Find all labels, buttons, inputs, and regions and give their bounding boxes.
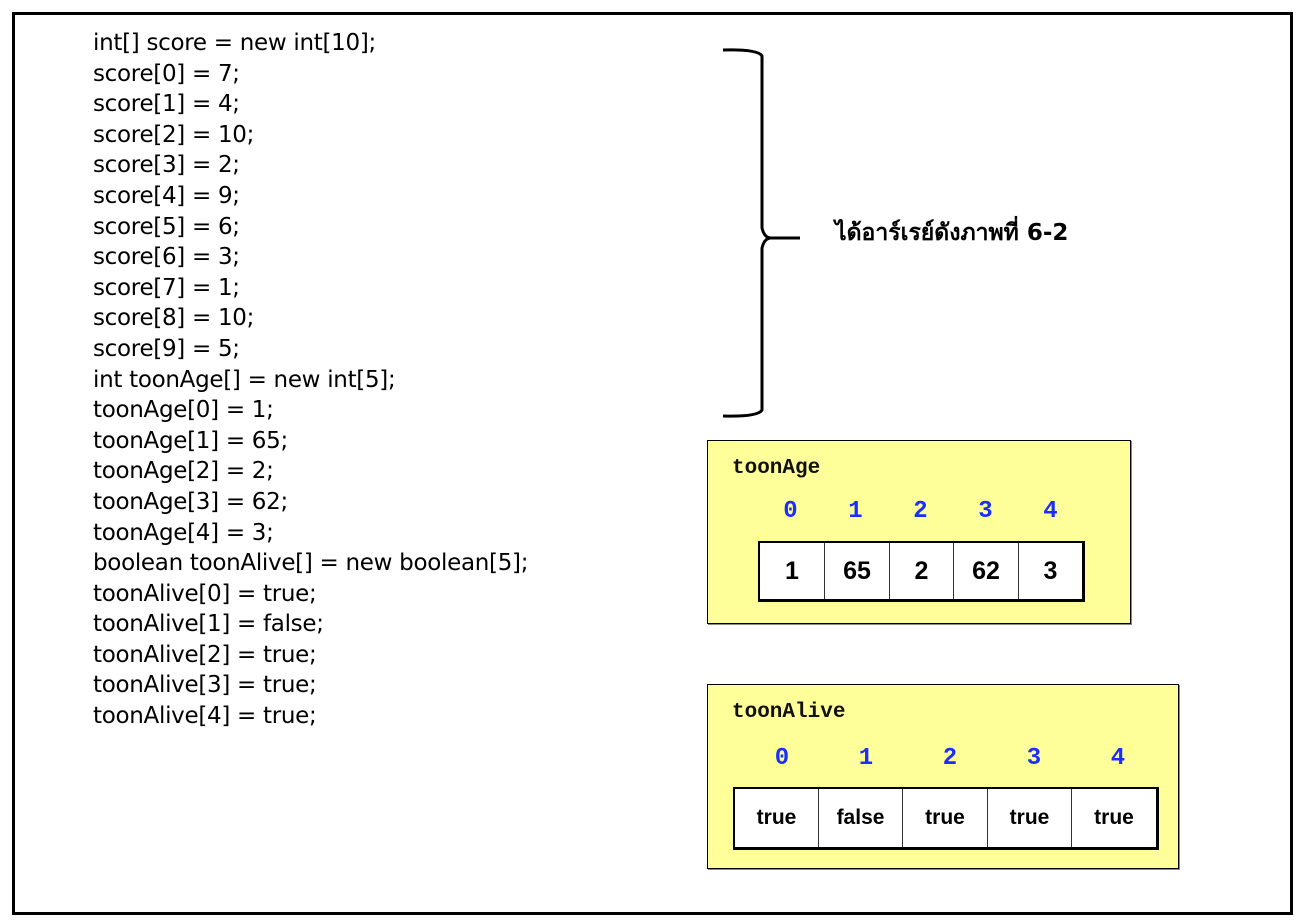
curly-brace-icon (722, 48, 800, 418)
index-label: 3 (1026, 745, 1042, 772)
code-line: score[1] = 4; (93, 91, 240, 118)
code-line: toonAge[0] = 1; (93, 397, 274, 424)
code-line: toonAge[1] = 65; (93, 427, 288, 454)
code-line: toonAlive[1] = false; (93, 611, 324, 638)
array-cell: true (903, 789, 988, 847)
code-line: score[2] = 10; (93, 121, 255, 148)
index-label: 2 (942, 745, 958, 772)
array-cells: 1 65 2 62 3 (758, 541, 1085, 602)
index-label: 0 (783, 498, 798, 525)
array-cell: false (819, 789, 903, 847)
code-listing: int[] score = new int[10]; score[0] = 7;… (93, 28, 528, 732)
array-cells: true false true true true (733, 787, 1159, 850)
code-line: toonAge[4] = 3; (93, 519, 274, 546)
code-line: int[] score = new int[10]; (93, 30, 376, 56)
code-line: score[6] = 3; (93, 244, 240, 271)
code-line: score[9] = 5; (93, 335, 240, 362)
index-row: 0 1 2 3 4 (740, 745, 1160, 772)
code-line: int toonAge[] = new int[5]; (93, 366, 396, 393)
code-line: score[5] = 6; (93, 213, 240, 240)
array-cell: true (988, 789, 1072, 847)
array-cell: 62 (954, 543, 1019, 599)
index-label: 4 (1043, 498, 1058, 525)
code-line: score[8] = 10; (93, 305, 255, 332)
panel-title: toonAlive (732, 701, 846, 724)
code-line: score[4] = 9; (93, 182, 240, 209)
code-line: toonAge[2] = 2; (93, 458, 274, 485)
array-cell: 2 (890, 543, 954, 599)
page-frame (12, 12, 1293, 915)
code-line: toonAge[3] = 62; (93, 488, 288, 515)
panel-title: toonAge (732, 457, 821, 480)
array-cell: 1 (760, 543, 825, 599)
brace-caption: ได้อาร์เรย์ดังภาพที่ 6-2 (835, 220, 1069, 246)
code-line: toonAlive[0] = true; (93, 580, 317, 607)
index-label: 0 (774, 745, 790, 772)
index-label: 1 (858, 745, 874, 772)
code-line: toonAlive[2] = true; (93, 641, 317, 668)
code-line: toonAlive[3] = true; (93, 672, 317, 699)
index-label: 1 (848, 498, 863, 525)
index-row: 0 1 2 3 4 (758, 498, 1083, 525)
code-line: toonAlive[4] = true; (93, 703, 317, 730)
code-line: boolean toonAlive[] = new boolean[5]; (93, 550, 529, 577)
array-cell: 65 (825, 543, 890, 599)
array-cell: 3 (1043, 556, 1058, 585)
array-cell: true (735, 789, 819, 847)
toon-alive-panel: toonAlive 0 1 2 3 4 true false true true… (707, 684, 1179, 869)
index-label: 2 (913, 498, 928, 525)
index-label: 4 (1110, 745, 1126, 772)
code-line: score[0] = 7; (93, 60, 240, 87)
index-label: 3 (978, 498, 993, 525)
code-line: score[7] = 1; (93, 274, 240, 301)
toon-age-panel: toonAge 0 1 2 3 4 1 65 2 62 3 (707, 440, 1131, 624)
array-cell: true (1094, 806, 1134, 829)
code-line: score[3] = 2; (93, 152, 240, 179)
